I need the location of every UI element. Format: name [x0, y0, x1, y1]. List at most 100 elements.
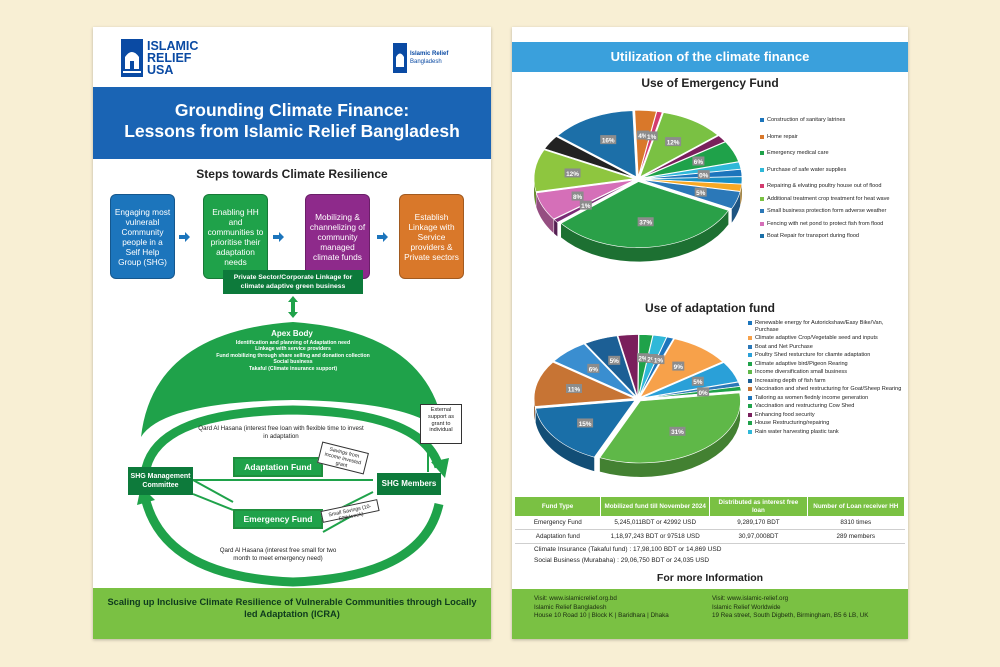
legend-item: Home repair	[760, 134, 905, 141]
legend-item: Increasing depth of fish farm	[748, 378, 906, 385]
pie-slice-side	[731, 191, 741, 223]
pie-slice-side	[599, 406, 741, 477]
poster-right-footer: Visit: www.islamicrelief.org.bd Islamic …	[512, 589, 908, 639]
pie-label-bg	[672, 361, 685, 371]
pie-slice-side	[554, 219, 558, 237]
fund-table-header: Mobilized fund till November 2024	[600, 497, 711, 516]
pie-label-bg	[697, 170, 710, 180]
pie-slice-label: 5%	[696, 190, 706, 197]
title-line-2: Lessons from Islamic Relief Bangladesh	[124, 121, 460, 141]
legend-swatch	[760, 234, 764, 238]
legend-item: Repairing & elvating poultry house out o…	[760, 183, 905, 190]
arrow-right-icon	[273, 232, 284, 242]
legend-swatch	[760, 118, 764, 122]
climate-insurance-line: Climate Insurance (Takaful fund) : 17,98…	[534, 546, 722, 553]
pie-slice-label: 15%	[579, 421, 592, 428]
pie-label-bg	[645, 131, 658, 141]
legend-swatch	[748, 321, 752, 325]
pie-slice-label: 37%	[639, 220, 652, 227]
pie-slice-label: 8%	[573, 194, 583, 201]
pie-slice-label: 2%	[638, 356, 648, 363]
pie-slice	[641, 179, 743, 192]
pie-slice-label: 4%	[638, 133, 648, 140]
social-business-line: Social Business (Murabaha) : 29,06,750 B…	[534, 557, 710, 564]
pie-label-bg	[564, 168, 581, 178]
legend-item: Climate adaptive Crop/Vegetable seed and…	[748, 335, 906, 342]
pie-slice-label: 6%	[694, 159, 704, 166]
step-mobilizing: Mobilizing & channelizing of community m…	[305, 194, 370, 279]
step-linkage: Establish Linkage with Service providers…	[399, 194, 464, 279]
pie-label-bg	[579, 200, 592, 210]
legend-swatch	[760, 184, 764, 188]
pie-slice-side	[536, 193, 554, 233]
legend-item: Additional treatment crop treatment for …	[760, 196, 905, 203]
pie-slice	[584, 335, 637, 397]
pie-label-bg	[587, 363, 600, 373]
pie-slice-label: 6%	[589, 366, 599, 373]
double-arrow-icon	[288, 296, 298, 318]
legend-swatch	[748, 404, 752, 408]
pie-slice	[535, 179, 635, 220]
legend-swatch	[760, 196, 764, 201]
poster-title: Grounding Climate Finance: Lessons from …	[93, 87, 491, 159]
islamic-relief-usa-logo: ISLAMIC RELIEF USA	[121, 39, 198, 77]
fund-table-header: Number of Loan receiver HH	[807, 497, 906, 516]
legend-item: Poultry Shed resturcture for cliamte ada…	[748, 352, 906, 359]
pie-label-bg	[565, 384, 582, 394]
logo-bd-name: Islamic Relief	[410, 51, 449, 57]
legend-item: Purchase of safe water supplies	[760, 167, 905, 174]
pie-slice-label: 31%	[671, 429, 684, 436]
legend-swatch	[748, 387, 752, 391]
legend-item: Construction of sanitary latrines	[760, 117, 905, 124]
bottom-loop-arrow	[140, 495, 444, 587]
pie-slice-label: 1%	[581, 203, 591, 210]
pie-slice-side	[535, 408, 595, 472]
legend-swatch	[748, 378, 752, 383]
pie-label-bg	[637, 217, 654, 227]
pie-slice-label: 16%	[602, 138, 615, 145]
logo-usa-text: ISLAMIC RELIEF USA	[147, 39, 199, 77]
legend-swatch	[760, 151, 764, 155]
pie-slice	[641, 179, 741, 210]
legend-item: Emergency medical care	[760, 150, 905, 157]
pie-label-bg	[645, 354, 658, 364]
pie-label-bg	[697, 387, 710, 397]
private-sector-box: Private Sector/Corporate Linkage for cli…	[223, 270, 363, 294]
pie-label-bg	[608, 355, 621, 365]
legend-item: Climate adaptive bird/Pigeon Rearing	[748, 361, 906, 368]
footer-contact-bangladesh: Visit: www.islamicrelief.org.bd Islamic …	[534, 595, 669, 619]
pie-label-bg	[571, 191, 584, 201]
legend-item: Vaccination and restructuring Cow Shed	[748, 403, 906, 410]
legend-swatch	[748, 344, 752, 349]
legend-swatch	[748, 429, 752, 434]
footer-contact-worldwide: Visit: www.islamic-relief.org Islamic Re…	[712, 595, 869, 619]
legend-swatch	[748, 395, 752, 400]
pie-slice-label: 5%	[610, 358, 620, 365]
legend-item: Enhancing food security	[748, 412, 906, 419]
pie-slice-label: 1%	[647, 134, 657, 141]
legend-item: Small business protection form adverse w…	[760, 208, 905, 215]
poster-right: Utilization of the climate finance Use o…	[512, 27, 908, 639]
pie-label-bg	[636, 130, 649, 140]
steps-title: Steps towards Climate Resilience	[196, 167, 388, 181]
legend-swatch	[760, 209, 764, 213]
legend-item: Boat and Net Purchase	[748, 344, 906, 351]
legend-item: Rain water harvesting plastic tank	[748, 429, 906, 436]
legend-item: Tailoring as women fiednly income genera…	[748, 395, 906, 402]
pie-slice	[533, 361, 635, 407]
qard-al-hasana-top: Qard Al Hasana (interest free loan with …	[198, 425, 364, 440]
fund-table-header: Distributed as interest free loan	[709, 497, 808, 516]
legend-item: Vaccination and shed restructuring for G…	[748, 386, 906, 393]
adaptation-fund-title: Use of adaptation fund	[645, 301, 775, 315]
arrow-right-icon	[377, 232, 388, 242]
legend-item: Fencing with net pond to protect fish fr…	[760, 221, 905, 228]
title-line-1: Grounding Climate Finance:	[174, 100, 410, 120]
pie-slice	[641, 141, 739, 179]
pie-label-bg	[665, 137, 682, 147]
legend-swatch	[748, 421, 752, 425]
legend-swatch	[748, 412, 752, 417]
legend-swatch	[760, 134, 764, 139]
logo-bd-country: Bangladesh	[410, 59, 442, 65]
adaptation-fund-legend: Renewable energy for Autorickshaw/Easy B…	[748, 320, 906, 435]
pie-slice	[560, 181, 729, 248]
